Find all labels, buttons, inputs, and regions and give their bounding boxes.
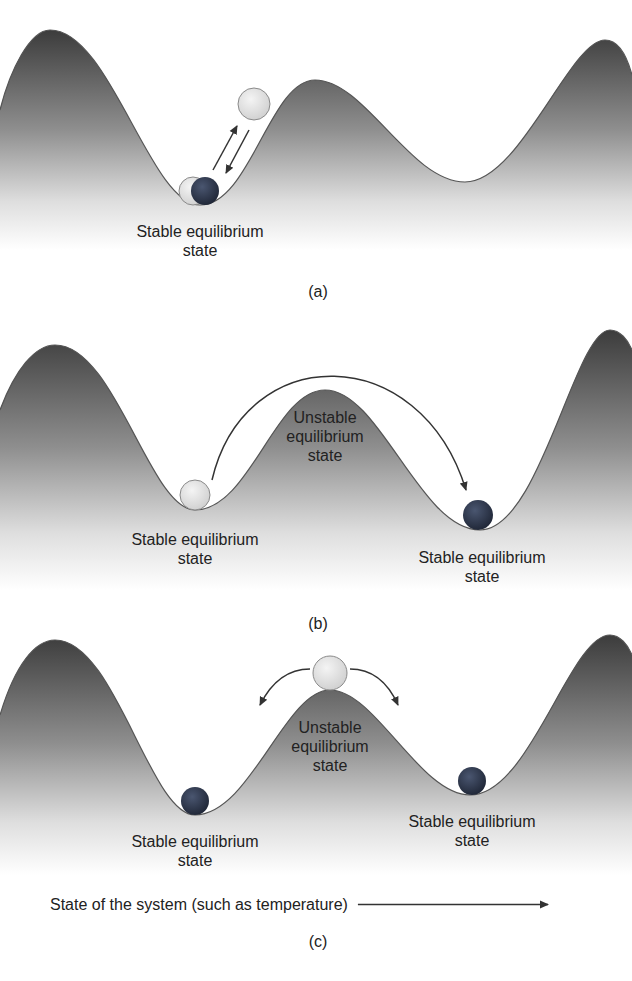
terrain-outline [0,635,632,815]
state-label: Stable equilibrium state [407,548,557,586]
state-label: Stable equilibrium state [120,530,270,568]
transition-arrow [212,376,466,490]
ball [458,767,486,795]
ball [191,177,219,205]
panel-label: (a) [288,282,348,301]
terrain-outline [0,30,632,205]
ball [181,787,209,815]
motion-arrow [226,130,249,173]
state-label: Unstable equilibrium state [277,408,373,465]
state-label: Stable equilibrium state [397,812,547,850]
ball [463,500,493,530]
terrain [0,330,632,590]
axis-label: State of the system (such as temperature… [50,895,430,914]
panel-label: (c) [288,932,348,951]
motion-arrow [213,126,237,170]
ball-ghost [238,88,270,120]
state-label: Stable equilibrium state [125,222,275,260]
state-label: Stable equilibrium state [120,832,270,870]
state-label: Unstable equilibrium state [282,718,378,775]
terrain [0,635,632,875]
panel-label: (b) [288,614,348,633]
panel-b [0,330,632,590]
terrain [0,30,632,250]
panel-a [0,30,632,250]
terrain-outline [0,330,632,530]
motion-arrow [350,669,398,705]
ball-ghost [180,480,210,510]
axis-arrow [358,904,548,905]
panel-c [0,635,632,875]
ball-ghost [313,656,347,690]
motion-arrow [260,669,310,705]
transition-arrow-halo [212,376,466,490]
